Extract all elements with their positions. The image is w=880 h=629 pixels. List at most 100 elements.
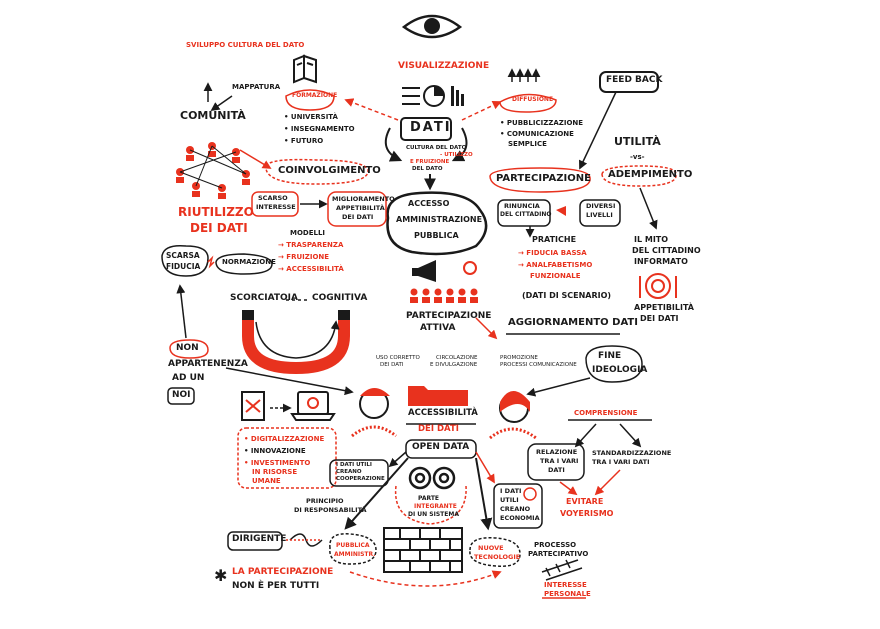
label-fruizione-del: e fruizione <box>410 159 450 165</box>
label-dati-utili-1: i dati utili <box>336 462 372 468</box>
label-in-risorse: in risorse <box>252 468 298 476</box>
label-fiducia: fiducia <box>166 262 201 271</box>
label-personale: personale <box>544 590 591 598</box>
label-scarso: Scarso <box>258 194 288 202</box>
folder-icon <box>408 386 468 406</box>
label-economia-3: creano <box>500 505 531 513</box>
upward-arrows-icon <box>507 68 541 82</box>
label-pubblica-amm: Pubblica <box>336 542 370 549</box>
label-innovazione: • Innovazione <box>244 447 306 455</box>
label-pubblica: pubblica <box>414 231 459 240</box>
label-mappatura: Mappatura <box>232 83 281 91</box>
label-appartenenza: appartenenza <box>168 359 248 369</box>
ladder-icon <box>541 559 583 581</box>
label-tra-i-vari: tra i vari <box>540 457 579 465</box>
label-processi: processi comunicazione <box>500 362 577 368</box>
label-dati-utili-2: creano <box>336 469 362 475</box>
label-semplice: semplice <box>508 140 547 148</box>
laptop-icon <box>290 391 336 421</box>
label-cultura-dato: Cultura del dato <box>406 145 467 151</box>
label-relazione: Relazione <box>536 448 578 456</box>
dati-box <box>400 117 452 141</box>
label-feedback: Feed back <box>606 75 663 85</box>
label-partecipazione-tutti: La partecipazione <box>232 567 334 577</box>
people-network-icon <box>176 142 250 199</box>
label-fine: Fine <box>598 351 622 361</box>
label-formazione: formazione <box>292 92 338 99</box>
label-non-per-tutti: non è per tutti <box>232 581 320 591</box>
label-sviluppo: Sviluppo cultura del dato <box>186 41 305 49</box>
label-aggiornamento: Aggiornamento dati <box>508 317 638 328</box>
label-amministrazione: Amministrazione <box>396 215 483 224</box>
label-relazione-dati: dati <box>548 466 565 474</box>
label-normazione: Normazione <box>222 258 276 266</box>
label-del-dato: del dato <box>412 166 443 172</box>
label-miglioramento-dei-dati: dei dati <box>342 213 374 221</box>
label-amministrazione-short: amministr. <box>334 551 376 558</box>
eye-icon <box>401 14 463 39</box>
label-utilita: Utilità <box>614 135 661 148</box>
label-open-data: Open data <box>412 442 470 452</box>
label-coinvolgimento: Coinvolgimento <box>278 165 381 176</box>
label-digitalizzazione: • Digitalizzazione <box>244 435 325 443</box>
label-trasparenza: → Trasparenza <box>278 241 344 249</box>
label-noi: noi <box>172 390 191 400</box>
label-partecipazione: Partecipazione <box>496 173 591 184</box>
label-fiducia-bassa: → Fiducia bassa <box>518 249 587 257</box>
label-utilizzo: - utilizzo <box>440 152 473 158</box>
label-interesse: interesse <box>256 203 296 211</box>
label-umane: umane <box>252 477 281 485</box>
label-dati-utili-3: cooperazione <box>336 476 385 482</box>
label-livelli: livelli <box>586 211 613 219</box>
label-circolazione: circolazione <box>436 355 478 361</box>
label-vs: -vs- <box>630 153 645 161</box>
megaphone-icon <box>412 260 477 282</box>
label-nuove: Nuove <box>478 544 504 552</box>
plate-icon <box>639 273 677 299</box>
label-appetibilita: Appetibilità <box>634 303 694 312</box>
label-pratiche: Pratiche <box>532 235 577 244</box>
label-promozione: promozione <box>500 355 538 361</box>
asterisk-icon: ✱ <box>214 566 227 585</box>
label-tra-vari-dati: tra i vari dati <box>592 458 650 466</box>
label-non: Non <box>176 343 199 353</box>
label-adempimento: Adempimento <box>608 169 693 180</box>
euro-icon <box>523 487 537 501</box>
label-dati-scenario: (Dati di scenario) <box>522 291 612 300</box>
label-miglioramento-appetibilita: appetibilità <box>336 204 385 212</box>
label-comunita: Comunità <box>180 109 246 122</box>
label-appetibilita-dei-dati: dei dati <box>640 314 679 323</box>
label-partecipativo: partecipativo <box>528 550 589 558</box>
book-icon <box>293 54 317 84</box>
label-economia-2: utili <box>500 496 519 504</box>
label-riutilizzo: Riutilizzo <box>178 205 254 219</box>
label-tecnologie: tecnologie <box>474 553 521 561</box>
label-dati: DATI <box>410 120 452 135</box>
label-comprensione: Comprensione <box>574 409 638 417</box>
label-accesso: Accesso <box>408 199 450 208</box>
label-cognitiva: cognitiva <box>312 293 368 303</box>
accesso-cloud <box>386 191 488 256</box>
label-diversi: Diversi <box>586 202 616 210</box>
label-dirigente: Dirigente <box>232 534 287 544</box>
label-visualizzazione: Visualizzazione <box>398 61 490 71</box>
label-sistema: di un sistema <box>408 511 459 518</box>
label-accessibilita-modelli: → Accessibilità <box>278 265 344 273</box>
document-icon <box>241 391 265 421</box>
label-processo: Processo <box>534 541 577 549</box>
label-interesse-personale: Interesse <box>544 581 587 589</box>
label-uso-corretto: Uso corretto <box>376 355 420 361</box>
label-economia-4: economia <box>500 514 540 522</box>
label-integrante: integrante <box>414 503 457 510</box>
label-attiva: attiva <box>420 323 456 333</box>
label-futuro: • Futuro <box>284 137 324 145</box>
label-scorciatoia: Scorciatoia <box>230 293 298 303</box>
label-riutilizzo-dei-dati: dei dati <box>190 221 248 235</box>
label-pubblicizzazione: • Pubblicizzazione <box>500 119 584 127</box>
person-icon <box>351 388 537 440</box>
brick-wall-icon <box>383 527 463 573</box>
label-universita: • Università <box>284 113 338 121</box>
label-scarsa: Scarsa <box>166 251 200 260</box>
label-standardizzazione: Standardizzazione <box>592 449 672 457</box>
label-ideologia: ideologia <box>592 365 648 375</box>
